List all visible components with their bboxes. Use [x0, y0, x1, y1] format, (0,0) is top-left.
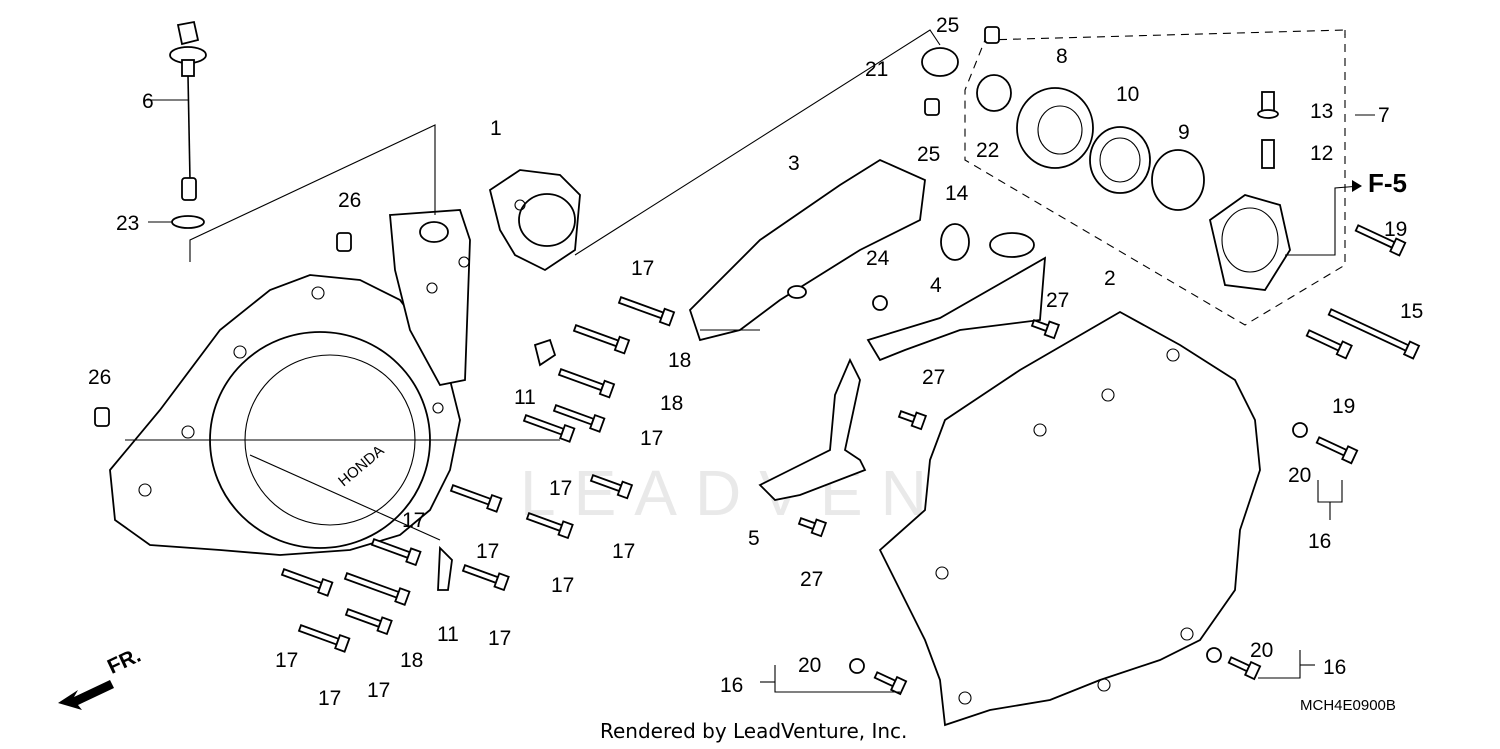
- callout-17e: 17: [476, 540, 499, 563]
- bracket-4[interactable]: [866, 232, 1047, 362]
- callout-17d: 17: [402, 509, 425, 532]
- bolt-group-left[interactable]: [280, 293, 676, 653]
- credit-text: Rendered by LeadVenture, Inc.: [600, 719, 907, 743]
- dowel-pin-26a[interactable]: [336, 232, 352, 252]
- callout-17a: 17: [631, 257, 654, 280]
- oil-seal-21[interactable]: [921, 47, 959, 77]
- front-arrow-icon: [58, 680, 114, 710]
- washer-23[interactable]: [171, 215, 205, 229]
- callout-20c: 20: [798, 654, 821, 677]
- reference-f5[interactable]: F-5: [1368, 168, 1407, 198]
- callout-20b: 20: [1250, 639, 1273, 662]
- callout-11a: 11: [514, 386, 536, 409]
- callout-20a: 20: [1288, 464, 1311, 487]
- callout-27b: 27: [922, 366, 945, 389]
- callout-19a: 19: [1384, 218, 1407, 241]
- callout-23: 23: [116, 212, 139, 235]
- callout-17j: 17: [318, 687, 341, 710]
- callout-27c: 27: [800, 568, 823, 591]
- bolt-group-right[interactable]: [797, 316, 1061, 538]
- callout-15: 15: [1400, 300, 1423, 323]
- spring-9[interactable]: [1151, 149, 1205, 211]
- callout-17k: 17: [367, 679, 390, 702]
- callout-13: 13: [1310, 100, 1333, 123]
- clamp-11a[interactable]: [533, 338, 557, 367]
- callout-10: 10: [1116, 83, 1139, 106]
- collar-20b[interactable]: [1206, 647, 1222, 663]
- callout-14: 14: [945, 182, 969, 205]
- dowel-pin-25a[interactable]: [984, 26, 1000, 44]
- callout-12: 12: [1310, 142, 1333, 165]
- callout-19b: 19: [1332, 395, 1355, 418]
- collar-20c[interactable]: [849, 658, 865, 674]
- collar-20a[interactable]: [1292, 422, 1308, 438]
- callout-26a: 26: [338, 189, 361, 212]
- bolt-12[interactable]: [1261, 139, 1275, 169]
- clamp-11b[interactable]: [437, 545, 453, 591]
- callout-17i: 17: [275, 649, 298, 672]
- callout-24: 24: [866, 247, 890, 270]
- callout-2: 2: [1104, 267, 1116, 290]
- callout-11b: 11: [437, 623, 459, 646]
- dowel-pin-25b[interactable]: [924, 98, 940, 116]
- callout-21: 21: [865, 58, 888, 81]
- callout-8: 8: [1056, 45, 1068, 68]
- dipstick[interactable]: [169, 20, 207, 201]
- bolt-group-far-right[interactable]: [873, 222, 1421, 696]
- callout-18b: 18: [660, 392, 683, 415]
- callout-25b: 25: [917, 143, 940, 166]
- housing-7[interactable]: [1208, 194, 1291, 291]
- cover-3[interactable]: [688, 158, 926, 342]
- bearing-holder-8[interactable]: [1016, 87, 1094, 169]
- grommet-14[interactable]: [940, 223, 970, 261]
- bearing-22[interactable]: [976, 74, 1012, 112]
- callout-18c: 18: [400, 649, 423, 672]
- callouts: 1 2 3 4 5 6 7 8 9 10 11 11 12 13 14 15 1…: [88, 14, 1423, 710]
- left-rear-cover-2[interactable]: [878, 310, 1261, 727]
- callout-1: 1: [490, 117, 502, 140]
- bearing-10[interactable]: [1089, 126, 1151, 194]
- callout-17g: 17: [551, 574, 574, 597]
- callout-6: 6: [142, 90, 154, 113]
- diagram-code: MCH4E0900B: [1300, 697, 1396, 714]
- callout-16a: 16: [1308, 530, 1331, 553]
- callout-7: 7: [1378, 104, 1390, 127]
- callout-5: 5: [748, 527, 760, 550]
- callout-25a: 25: [936, 14, 959, 37]
- callout-17b: 17: [640, 427, 663, 450]
- callout-16c: 16: [720, 674, 743, 697]
- callout-17h: 17: [488, 627, 511, 650]
- dowel-pin-26b[interactable]: [94, 407, 110, 427]
- breather-nipple-13[interactable]: [1257, 91, 1279, 119]
- bracket-5[interactable]: [758, 357, 867, 501]
- callout-16b: 16: [1323, 656, 1346, 679]
- callout-17c: 17: [549, 477, 572, 500]
- callout-27a: 27: [1046, 289, 1069, 312]
- callout-9: 9: [1178, 121, 1190, 144]
- callout-3: 3: [788, 152, 800, 175]
- callout-26b: 26: [88, 366, 111, 389]
- callout-18a: 18: [668, 349, 691, 372]
- collar-24[interactable]: [872, 295, 888, 311]
- callout-17f: 17: [612, 540, 635, 563]
- callout-22: 22: [976, 139, 999, 162]
- front-marker: FR.: [104, 644, 144, 679]
- oil-filler-body[interactable]: [389, 169, 581, 387]
- callout-4: 4: [930, 274, 942, 297]
